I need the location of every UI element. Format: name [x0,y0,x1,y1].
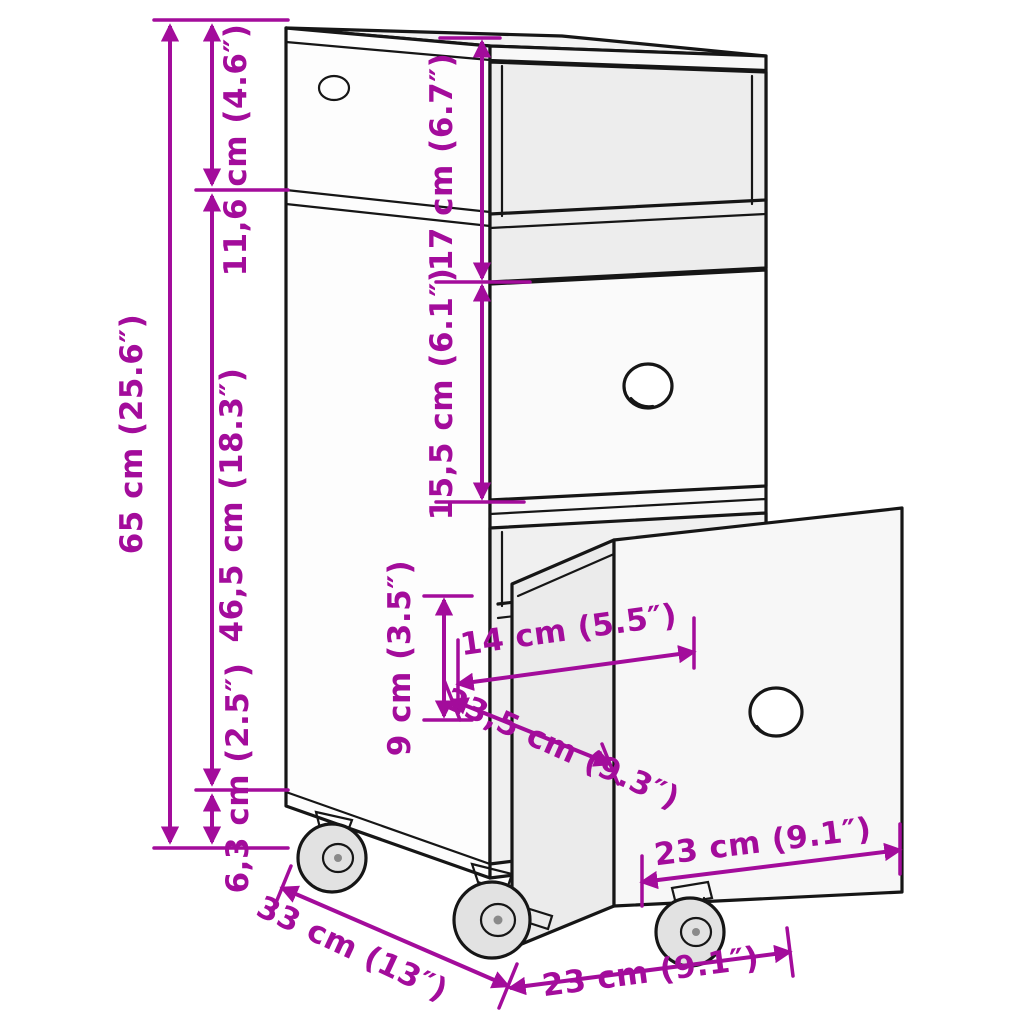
label-width: 23 cm (9.1″) [540,940,761,1004]
middle-drawer-knob [622,362,674,410]
label-total-height: 65 cm (25.6″) [114,314,150,555]
wheel-axle [334,854,342,862]
wheel-axle [692,928,700,936]
dimension-lines [152,18,903,1010]
shelf-thickness-line-outer [284,202,492,228]
wheel [452,880,532,960]
cable-hole [317,74,351,102]
dim-line-interior-width [455,644,697,692]
middle-knob-shade [629,396,655,408]
label-caster-height: 6,3 cm (2.5″) [220,663,256,894]
label-interior-height: 9 cm (3.5″) [382,560,418,756]
dim-line-width [507,944,793,996]
dim-line-interior-depth [449,697,613,767]
wheel-axle [493,915,503,925]
wheel-hub [321,842,355,874]
wheel [296,822,368,894]
label-middle-section-height: 46,5 cm (18.3″) [214,368,250,643]
dim-line-depth [279,885,511,989]
label-upper-section-height: 11,6 cm (4.6″) [218,24,254,277]
label-top-compartment-height: 17 cm (6.7″) [424,53,460,272]
label-drawer-front-height: 15,5 cm (6.1″) [424,268,460,521]
divider-edge [488,497,768,516]
shelf-front-edge [488,198,768,216]
drawer-side-thickness [516,552,616,598]
dim-line-drawer-width [639,842,903,890]
shelf-line-outer [284,188,492,214]
drawer-knob-shade [755,724,783,738]
drawer-knob [748,686,804,738]
caster-wheel-left [296,810,368,894]
top-compartment-opening [488,60,768,284]
shelf-thickness-inner [488,212,768,230]
